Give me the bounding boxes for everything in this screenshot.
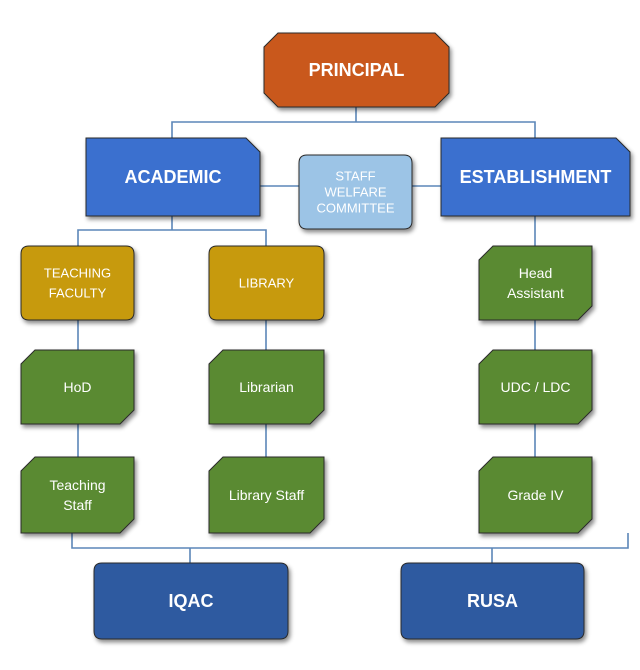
node-academic: ACADEMIC [85, 137, 261, 217]
node-establishment: ESTABLISHMENT [440, 137, 631, 217]
node-label: Library Staff [229, 487, 304, 503]
node-box [208, 245, 325, 321]
node-grade-iv: Grade IV [478, 456, 593, 534]
node-principal: PRINCIPAL [263, 32, 450, 108]
node-label: COMMITTEE [317, 201, 395, 216]
node-box [208, 456, 325, 534]
node-label: WELFARE [324, 185, 386, 200]
node-label: FACULTY [49, 286, 107, 301]
node-box [208, 349, 325, 425]
node-label: ESTABLISHMENT [460, 167, 612, 187]
node-box [20, 456, 135, 534]
node-label: IQAC [169, 591, 214, 611]
node-box [298, 154, 413, 230]
node-udc-ldc: UDC / LDC [478, 349, 593, 425]
connector-line [77, 229, 267, 246]
node-box [263, 32, 450, 108]
node-label: ACADEMIC [125, 167, 222, 187]
node-librarian: Librarian [208, 349, 325, 425]
node-box [85, 137, 261, 217]
node-box [20, 245, 135, 321]
node-label: Teaching [49, 477, 105, 493]
node-label: UDC / LDC [500, 379, 570, 395]
node-label: Grade IV [507, 487, 564, 503]
node-rusa: RUSA [400, 562, 585, 640]
node-box [93, 562, 289, 640]
node-label: TEACHING [44, 266, 111, 281]
node-label: PRINCIPAL [309, 60, 405, 80]
node-box [400, 562, 585, 640]
node-label: HoD [63, 379, 91, 395]
node-label: Staff [63, 497, 92, 513]
node-label: Head [519, 265, 552, 281]
node-label: STAFF [335, 169, 375, 184]
node-label: Assistant [507, 285, 564, 301]
node-label: Librarian [239, 379, 293, 395]
node-box [20, 349, 135, 425]
node-box [478, 349, 593, 425]
node-label: LIBRARY [239, 276, 295, 291]
node-label: RUSA [467, 591, 518, 611]
connector-line [171, 121, 536, 138]
node-library-staff: Library Staff [208, 456, 325, 534]
connector-line [71, 533, 629, 549]
node-teaching-faculty: TEACHING FACULTY [20, 245, 135, 321]
node-box [440, 137, 631, 217]
node-hod: HoD [20, 349, 135, 425]
node-iqac: IQAC [93, 562, 289, 640]
node-box [478, 456, 593, 534]
node-box [478, 245, 593, 321]
connector-lines [71, 107, 629, 563]
node-library: LIBRARY [208, 245, 325, 321]
